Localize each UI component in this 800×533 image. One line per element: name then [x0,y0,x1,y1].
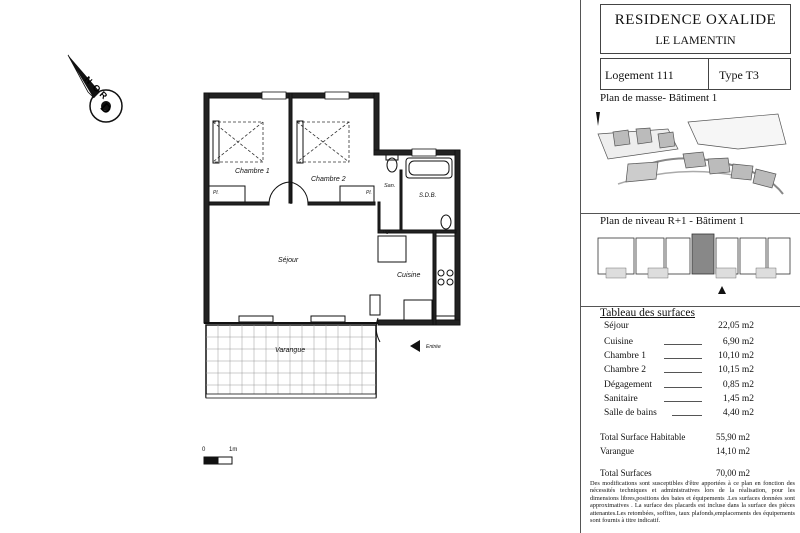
scale-one-meter: 1m [229,447,238,453]
room-label-chambre2: Chambre 2 [311,176,346,183]
plan-masse-title: Plan de masse- Bâtiment 1 [600,92,718,104]
room-label-placard-1: Pl. [213,190,219,196]
leader-line [664,387,702,388]
entry-arrow-icon [410,340,420,352]
surfaces-title: Tableau des surfaces [600,307,695,319]
divider-2 [580,306,800,307]
residence-city: LE LAMENTIN [655,33,736,47]
logement-number: Logement 111 [605,68,674,82]
compass-letter-d: D [98,100,115,117]
floor-plan: N O R D [67,54,461,465]
surface-row-value: 6,90 m2 [722,337,754,347]
logement-type: Type T3 [719,68,759,82]
surface-row: Dégagement 0,85 m2 [604,380,754,392]
surface-row-value: 0,85 m2 [722,380,754,390]
leader-line [672,415,702,416]
room-label-entree: Entrée [426,344,441,350]
total-surfaces-label: Total Surfaces [600,468,652,478]
plan-masse-drawing [596,112,787,195]
total-habitable-label: Total Surface Habitable [600,432,686,442]
varangue-value: 14,10 m2 [715,446,750,456]
room-label-sejour: Séjour [278,257,299,264]
total-surfaces-row: Total Surfaces 70,00 m2 [600,468,750,478]
room-label-varangue: Varangue [275,347,306,354]
total-surfaces-value: 70,00 m2 [715,468,750,478]
room-label-cuisine: Cuisine [397,272,421,279]
surface-row-label: Salle de bains [604,408,657,418]
scale-zero: 0 [202,447,206,453]
surface-row: Chambre 1 10,10 m2 [604,351,754,363]
total-habitable-value: 55,90 m2 [715,432,750,442]
leader-line [664,401,702,402]
total-habitable-row: Total Surface Habitable 55,90 m2 [600,432,750,442]
plan-niveau-title: Plan de niveau R+1 - Bâtiment 1 [600,215,745,227]
compass-letter-n: N [83,74,95,86]
varangue-label: Varangue [600,446,634,456]
surface-row-value: 22,05 m2 [718,321,754,331]
info-panel [580,0,800,533]
surface-row-value: 4,40 m2 [722,408,754,418]
leader-line [664,358,702,359]
surface-row-label: Chambre 1 [604,351,646,361]
disclaimer-note: Des modifications sont susceptibles d'êt… [590,480,795,525]
room-label-chambre1: Chambre 1 [235,168,270,175]
logement-divider [708,59,709,89]
room-label-sdb: S.D.B. [419,193,437,199]
plan-niveau-drawing [597,233,791,294]
leader-line [664,344,702,345]
surface-row-value: 10,15 m2 [718,365,754,375]
room-label-sanitaire: San. [384,183,396,189]
varangue-row: Varangue 14,10 m2 [600,446,750,456]
north-compass-icon [67,54,123,123]
surface-row-label: Dégagement [604,380,653,390]
room-label-degagement: Dgt. [383,229,392,234]
surface-row-label: Séjour [604,321,629,331]
plan-masse-north-icon [596,112,600,126]
surface-row-label: Chambre 2 [604,365,646,375]
surface-row: Chambre 2 10,15 m2 [604,365,754,377]
logement-box: Logement 111 Type T3 [600,58,791,90]
surface-row: Salle de bains 4,40 m2 [604,408,754,420]
scale-bar [203,456,233,465]
surface-row: Sanitaire 1,45 m2 [604,394,754,406]
surface-row-value: 10,10 m2 [718,351,754,361]
divider-1 [580,213,800,214]
residence-title-box: RESIDENCE OXALIDE LE LAMENTIN [600,4,791,54]
room-label-placard-2: Pl. [366,190,372,196]
surface-row-label: Sanitaire [604,394,638,404]
surface-row: Séjour 22,05 m2 [604,321,754,333]
surface-row-value: 1,45 m2 [722,394,754,404]
surface-row-label: Cuisine [604,337,634,347]
residence-name: RESIDENCE OXALIDE [614,12,777,28]
surface-row: Cuisine 6,90 m2 [604,337,754,349]
leader-line [664,372,702,373]
